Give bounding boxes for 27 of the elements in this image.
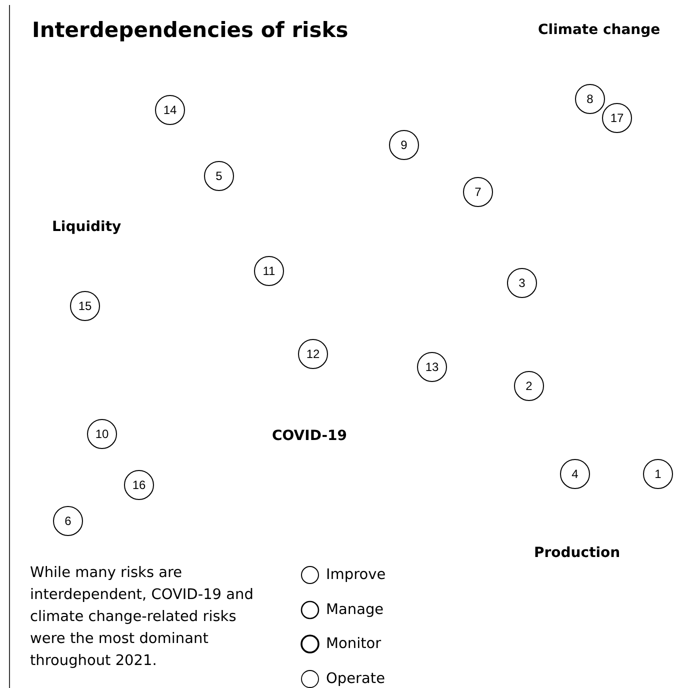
legend-text: Improve <box>326 567 386 583</box>
category-label: COVID-19 <box>272 428 348 444</box>
numbered-circle: 9 <box>389 130 419 160</box>
numbered-circle: 7 <box>463 177 493 207</box>
numbered-circle: 16 <box>124 470 154 500</box>
legend-text: Manage <box>326 602 384 618</box>
category-label: Production <box>534 545 620 561</box>
category-label: Liquidity <box>52 219 122 235</box>
numbered-circle: 17 <box>602 103 632 133</box>
legend-text: Operate <box>326 670 385 686</box>
numbered-circle: 5 <box>204 161 234 191</box>
category-label: Climate change <box>538 22 660 38</box>
numbered-circle: 3 <box>507 268 537 298</box>
numbered-circle: 14 <box>155 95 185 125</box>
numbered-circle: 10 <box>87 419 117 449</box>
caption-text: While many risks are interdependent, COVID-19 and climate change-related risks were the most dominant throughout 2021. <box>30 564 254 671</box>
numbered-circle: 15 <box>70 291 100 321</box>
legend-text: Monitor <box>326 636 382 652</box>
numbered-circle: 11 <box>254 256 284 286</box>
numbered-circle: 1 <box>643 459 673 489</box>
numbered-circle: 8 <box>575 84 605 114</box>
numbered-circle: 13 <box>417 352 447 382</box>
diagram-title: Interdependencies of risks <box>32 18 348 42</box>
numbered-circle: 4 <box>560 459 590 489</box>
numbered-circle: 6 <box>53 506 83 536</box>
numbered-circle: 2 <box>514 371 544 401</box>
numbered-circle: 12 <box>298 339 328 369</box>
